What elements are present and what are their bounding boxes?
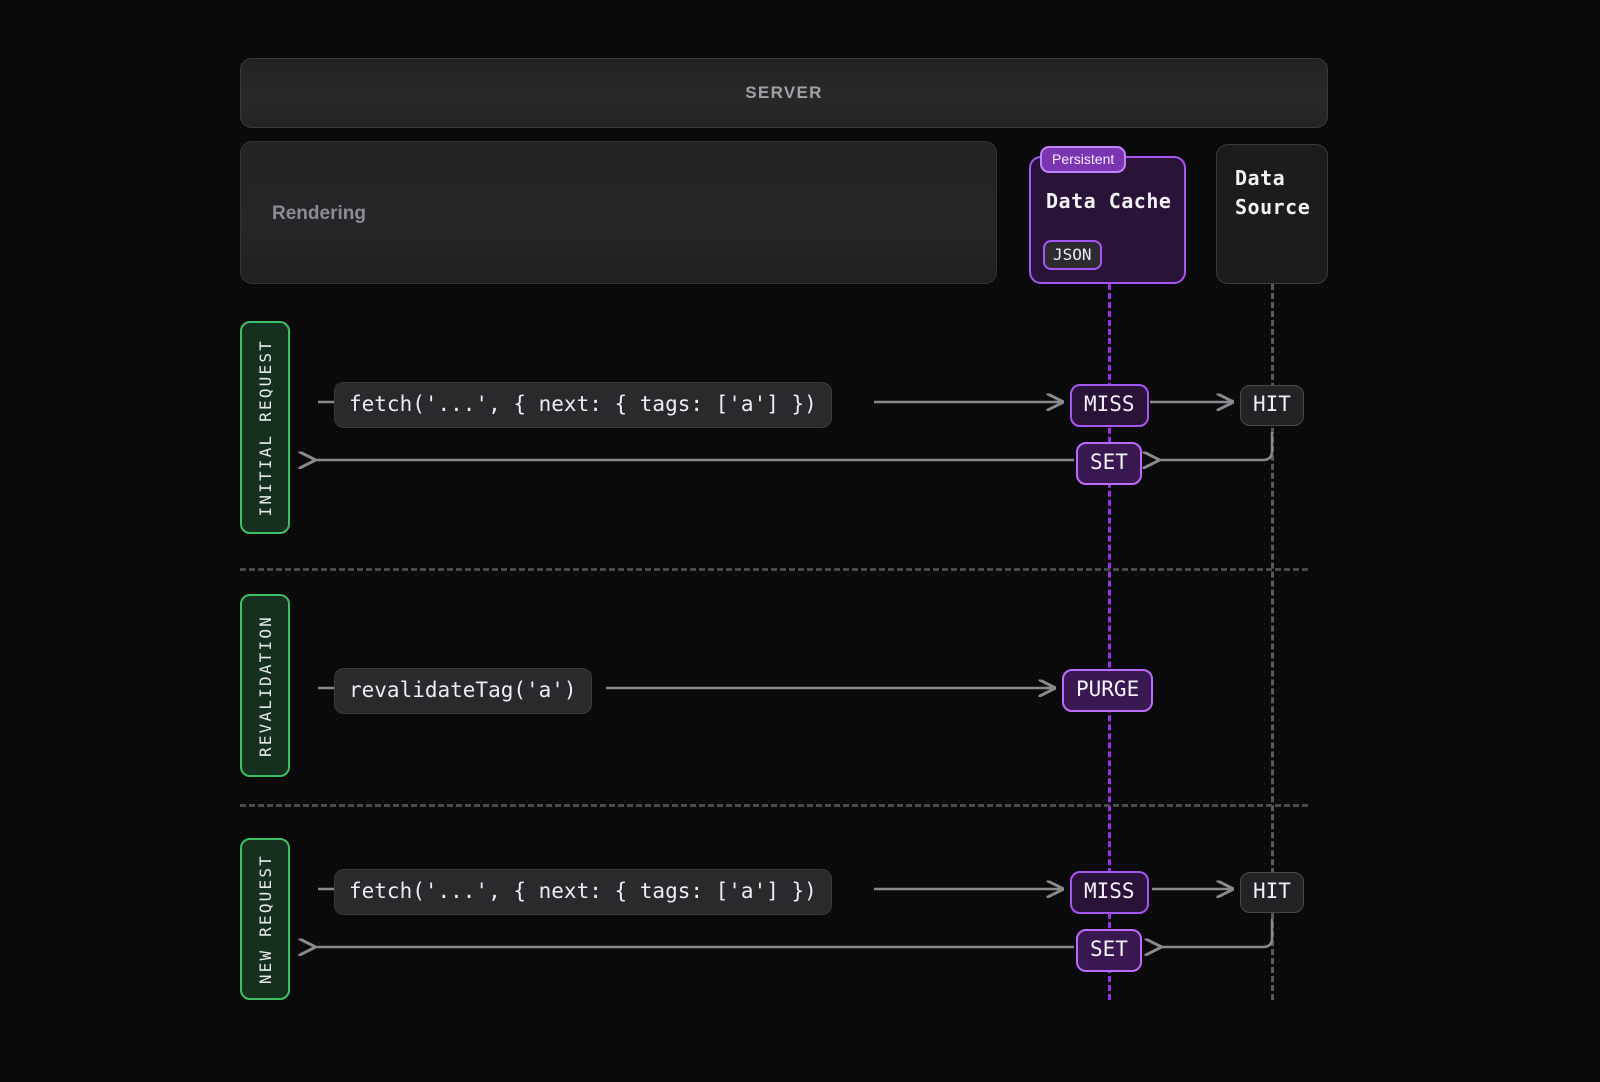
data-source-lifeline-icon bbox=[1271, 284, 1274, 1000]
rendering-panel: Rendering bbox=[240, 141, 997, 284]
section-label-initial-request-text: INITIAL REQUEST bbox=[255, 338, 275, 517]
section-divider-2 bbox=[240, 804, 1308, 807]
badge-hit-initial: HIT bbox=[1240, 385, 1304, 427]
data-cache-lifeline-icon bbox=[1108, 284, 1111, 1000]
badge-miss-initial: MISS bbox=[1070, 384, 1149, 428]
badge-miss-new: MISS bbox=[1070, 871, 1149, 915]
section-label-revalidation-text: REVALIDATION bbox=[255, 614, 275, 757]
json-chip: JSON bbox=[1043, 240, 1102, 271]
data-source-line2: Source bbox=[1235, 195, 1311, 219]
code-chip-fetch-new: fetch('...', { next: { tags: ['a'] }) bbox=[334, 869, 832, 915]
badge-purge: PURGE bbox=[1062, 669, 1154, 713]
badge-set-new: SET bbox=[1076, 929, 1142, 973]
section-label-new-request: NEW REQUEST bbox=[240, 838, 290, 1000]
badge-hit-new: HIT bbox=[1240, 872, 1304, 914]
persistent-badge: Persistent bbox=[1040, 146, 1127, 174]
data-cache-box: Data Cache JSON bbox=[1029, 156, 1186, 284]
section-divider-1 bbox=[240, 568, 1308, 571]
data-source-line1: Data bbox=[1235, 166, 1286, 190]
data-cache-title: Data Cache bbox=[1046, 189, 1172, 213]
section-label-initial-request: INITIAL REQUEST bbox=[240, 321, 290, 534]
section-label-new-request-text: NEW REQUEST bbox=[255, 853, 275, 985]
server-title: SERVER bbox=[745, 83, 823, 102]
code-chip-revalidate-tag: revalidateTag('a') bbox=[334, 668, 592, 714]
badge-set-initial: SET bbox=[1076, 442, 1142, 486]
server-container: SERVER bbox=[240, 58, 1328, 128]
code-chip-fetch-initial: fetch('...', { next: { tags: ['a'] }) bbox=[334, 382, 832, 428]
rendering-label: Rendering bbox=[272, 203, 366, 224]
section-label-revalidation: REVALIDATION bbox=[240, 594, 290, 777]
